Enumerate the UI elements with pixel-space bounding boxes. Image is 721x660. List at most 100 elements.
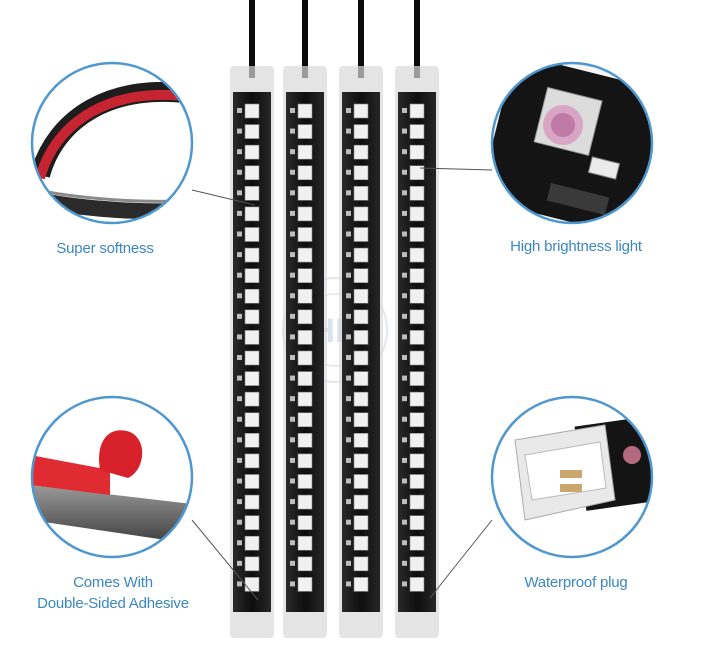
led-chip — [244, 350, 260, 366]
resistor — [290, 375, 295, 381]
led-chip — [409, 535, 425, 551]
led-chip — [409, 227, 425, 242]
resistor — [402, 128, 407, 134]
caption-adhesive-line-2: Double-Sided Adhesive — [37, 595, 189, 612]
led-chip — [297, 494, 313, 510]
led-chip — [297, 247, 313, 263]
led-chip — [244, 535, 260, 551]
callout-brightness-circle — [490, 61, 654, 225]
resistor — [402, 108, 407, 113]
led-chip — [297, 556, 313, 572]
resistor — [237, 293, 242, 299]
led-chip — [297, 206, 313, 222]
led-chip — [353, 515, 369, 530]
resistor — [290, 313, 295, 319]
resistor — [290, 437, 295, 443]
led-chip — [409, 268, 425, 283]
resistor — [237, 416, 242, 422]
resistor — [402, 375, 407, 381]
caption-adhesive-line-1: Comes With — [73, 574, 153, 591]
resistor — [237, 437, 242, 443]
led-chip — [244, 474, 260, 489]
led-chip — [409, 206, 425, 222]
resistor — [346, 437, 351, 443]
resistor — [346, 416, 351, 422]
led-chip — [244, 412, 260, 428]
led-chip — [409, 433, 425, 448]
led-chip — [353, 247, 369, 263]
led-strips — [230, 0, 439, 638]
resistor — [402, 581, 407, 587]
resistor — [346, 334, 351, 340]
led-chip — [353, 268, 369, 283]
led-chip — [353, 371, 369, 386]
resistor — [237, 149, 242, 155]
led-chip — [297, 474, 313, 489]
resistor — [346, 457, 351, 463]
resistor — [290, 231, 295, 237]
resistor — [346, 581, 351, 587]
led-chip — [353, 186, 369, 201]
resistor — [237, 478, 242, 484]
led-chip — [297, 577, 313, 592]
resistor — [237, 396, 242, 402]
led-chip — [244, 186, 260, 201]
resistor — [237, 169, 242, 175]
led-chip — [353, 165, 369, 181]
strip-wire — [249, 0, 255, 78]
led-chip — [353, 453, 369, 469]
led-chip — [353, 124, 369, 139]
resistor — [290, 416, 295, 422]
caption-waterproof-plug: Waterproof plug — [524, 574, 628, 591]
led-chip — [244, 494, 260, 510]
callout-adhesive-circle — [30, 395, 194, 559]
led-chip — [409, 103, 425, 119]
led-chip — [244, 556, 260, 572]
resistor — [237, 128, 242, 134]
led-chip — [409, 309, 425, 325]
resistor — [237, 313, 242, 319]
strip-wire — [358, 0, 364, 78]
led-chip — [244, 206, 260, 222]
led-chip — [353, 350, 369, 366]
resistor — [290, 355, 295, 360]
resistor — [290, 252, 295, 258]
led-chip — [297, 350, 313, 366]
resistor — [290, 540, 295, 546]
resistor — [290, 210, 295, 216]
resistor — [237, 519, 242, 525]
led-chip — [244, 453, 260, 469]
led-chip — [297, 412, 313, 428]
led-chip — [297, 186, 313, 201]
resistor — [237, 457, 242, 463]
resistor — [290, 169, 295, 175]
led-chip — [244, 309, 260, 325]
led-chip — [409, 474, 425, 489]
led-chip — [409, 165, 425, 181]
led-chip — [244, 144, 260, 160]
resistor — [346, 375, 351, 381]
resistor — [402, 190, 407, 196]
led-chip — [409, 371, 425, 386]
led-chip — [297, 103, 313, 119]
resistor — [402, 355, 407, 360]
resistor — [346, 190, 351, 196]
led-chip — [409, 515, 425, 530]
led-chip — [353, 206, 369, 222]
resistor — [237, 581, 242, 587]
resistor — [237, 190, 242, 196]
caption-super-softness: Super softness — [56, 240, 154, 257]
resistor — [346, 396, 351, 402]
resistor — [346, 293, 351, 299]
resistor — [346, 499, 351, 505]
resistor — [237, 355, 242, 360]
led-chip — [409, 350, 425, 366]
resistor — [237, 499, 242, 505]
resistor — [290, 478, 295, 484]
resistor — [290, 334, 295, 340]
led-chip — [297, 371, 313, 386]
resistor — [237, 272, 242, 278]
resistor — [346, 252, 351, 258]
